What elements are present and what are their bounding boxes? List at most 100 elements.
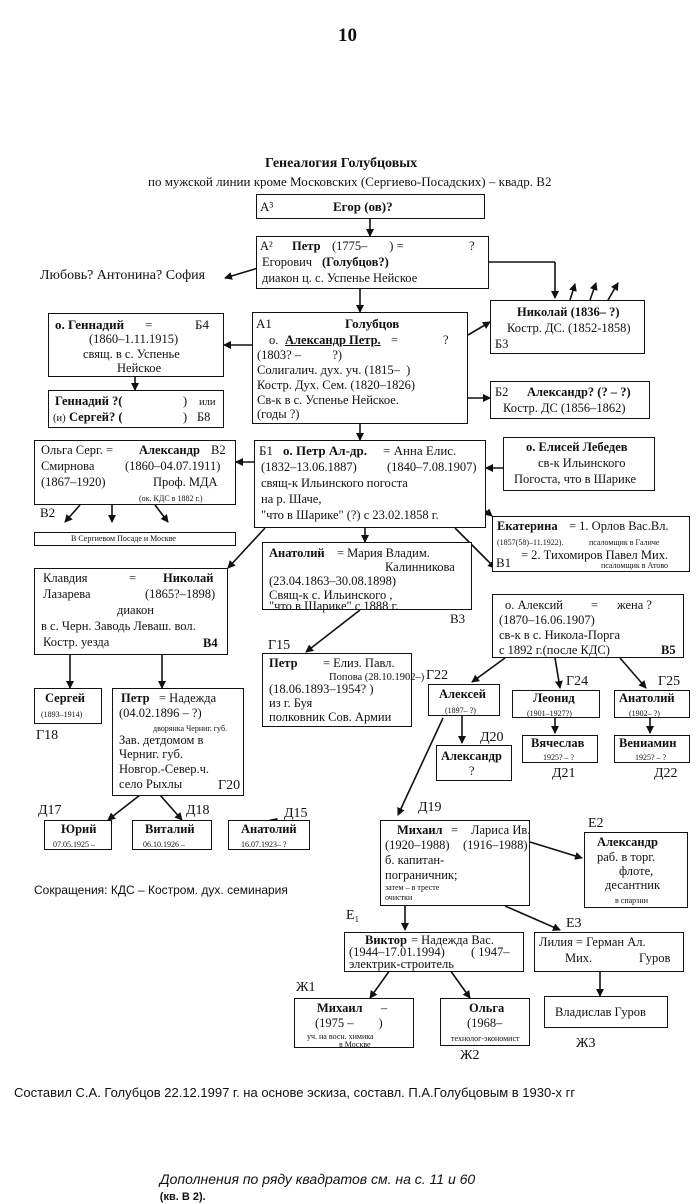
d17-label: Д17 (38, 803, 62, 818)
box-d21: Вячеслав 1925? – ? (522, 735, 598, 763)
b3-seminary: Костр. ДС. (1852-1858) (507, 321, 631, 335)
v2-dates: (1860–04.07.1911) (125, 459, 221, 473)
b1-since: "что в Шарике" (?) с 23.02.1858 г. (261, 508, 439, 522)
zh1-label: Ж1 (296, 980, 316, 995)
g20-district: Новгор.-Север.ч. (119, 762, 209, 776)
box-a1: А1 Голубцов о. Александр Петр. = ? (1803… (252, 312, 468, 424)
box-e2: Александр раб. в торг. флоте, десантник … (584, 832, 688, 908)
b1-role: свящ-к Ильинского погоста (261, 476, 408, 490)
d15-label: Д15 (284, 806, 308, 821)
a1-surname: Голубцов (345, 316, 400, 331)
d19-name: Михаил (397, 823, 443, 837)
box-zh3: Владислав Гуров (544, 996, 668, 1028)
box-zh2: Ольга (1968– технолог-экономист (440, 998, 530, 1046)
v4-district: Костр. уезда (43, 635, 110, 649)
b2-name: Александр? (? – ?) (527, 385, 631, 399)
b8-line2-and: (и) (53, 413, 66, 424)
gennady-place: Нейское (117, 361, 162, 375)
g22-name: Алексей (439, 687, 486, 701)
v5-role: св-к в с. Никола-Порга (499, 628, 621, 642)
box-d20: Александр ? (436, 745, 512, 781)
b1-code: Б1 (259, 443, 273, 458)
v4-eq: = (129, 571, 137, 585)
v1-label: В1 (496, 555, 512, 570)
e2-line2: раб. в торг. (597, 850, 656, 864)
b8-code: Б8 (197, 410, 211, 424)
g15-spouse-info: Попова (28.10.1902–) (329, 672, 425, 683)
d19-eq: = (451, 823, 459, 837)
a2-spouse: ? (469, 239, 475, 253)
a2-name: Петр (292, 239, 321, 253)
box-v4: Клавдия = Николай Лазарева (1865?–1898) … (34, 568, 228, 655)
a1-school: Солигалич. дух. уч. (1815– ) (257, 363, 411, 377)
v4-name: Николай (163, 571, 214, 585)
v1-name: Екатерина (497, 519, 558, 533)
footer-note: Дополнения по ряду квадратов см. на с. 1… (152, 1155, 475, 1204)
box-gennady: о. Геннадий = Б4 (1860–1.11.1915) свящ. … (48, 313, 224, 377)
footer-note-main: Дополнения по ряду квадратов см. на с. 1… (159, 1171, 476, 1188)
v3-label: В3 (450, 611, 466, 626)
d17-dates: 07.05.1925 – (53, 840, 95, 849)
d18-label: Д18 (186, 803, 210, 818)
e3-mih: Мих. (565, 951, 593, 965)
v5-eq: = (591, 598, 599, 612)
a2-occupation: диакон ц. с. Успенье Нейское (262, 271, 418, 285)
zh1-city: в Москве (339, 1040, 371, 1049)
box-d18: Виталий 06.10.1926 – (132, 820, 212, 850)
d19-label: Д19 (418, 800, 442, 815)
v4-code: В4 (203, 636, 218, 650)
d21-label: Д21 (552, 766, 576, 781)
v3-since: "что в Шарике" с 1888 г. (269, 599, 399, 613)
a1-seminary: Костр. Дух. Сем. (1820–1826) (257, 378, 415, 392)
v5-spouse: жена ? (617, 598, 652, 612)
a1-dates: (1803? – ?) (257, 348, 343, 362)
box-g24: Леонид (1901–1927?) (512, 690, 600, 718)
b8-line1-name: Геннадий ?( (55, 394, 123, 408)
g20-dates: (04.02.1896 – ?) (119, 706, 202, 720)
g15-dates: (18.06.1893–1954? ) (269, 682, 374, 696)
box-b3: Николай (1836– ?) Костр. ДС. (1852-1858)… (490, 300, 645, 354)
footer-note-small: (кв. В 2). (159, 1191, 206, 1204)
box-v5: о. Алексий = жена ? (1870–16.06.1907) св… (492, 594, 684, 658)
diagram-title: Генеалогия Голубцовых (265, 156, 418, 171)
g20-name: Петр (121, 691, 150, 705)
b8-line2-close: ) (183, 410, 188, 424)
b1-spouse: = Анна Елис. (383, 443, 457, 458)
gennady-code: Б4 (195, 317, 209, 332)
v4-place: в с. Черн. Заводь Леваш. вол. (41, 619, 196, 633)
a3-name: Егор (ов)? (333, 199, 393, 214)
v3-dates: (23.04.1863–30.08.1898) (269, 574, 397, 588)
b1-river: на р. Шаче, (261, 492, 322, 506)
box-d19: Михаил = Лариса Ив. (1920–1988) (1916–19… (380, 820, 530, 906)
e2-name: Александр (597, 835, 658, 849)
e3-label: Е3 (566, 916, 582, 931)
v4-spouse: Клавдия (43, 571, 88, 585)
box-g25: Анатолий (1902– ?) (614, 690, 690, 718)
b1-name: о. Петр Ал-др. (283, 443, 367, 458)
e1-dates: (1944–17.01.1994) (349, 945, 445, 959)
v2-name: Александр (139, 443, 200, 457)
g20-role: Зав. детдомом в (119, 733, 204, 747)
box-b1: Б1 о. Петр Ал-др. = Анна Елис. (1832–13.… (254, 440, 486, 528)
d20-dates: ? (469, 764, 475, 778)
d19-later2: очистки (385, 893, 413, 902)
abbreviations-note: Сокращения: КДС – Костром. дух. семинари… (34, 883, 288, 897)
d20-label: Д20 (480, 730, 504, 745)
v2-spouse: Ольга Серг. = (41, 443, 114, 457)
a1-code: А1 (256, 316, 272, 331)
zh2-name: Ольга (469, 1001, 505, 1015)
e2-line5: в спарзни (615, 896, 648, 905)
d19-spouse: Лариса Ив. (471, 823, 531, 837)
e3-line1: Лилия = Герман Ал. (539, 935, 646, 949)
b1-spouse-dates: (1840–7.08.1907) (387, 460, 477, 474)
a1-years: (годы ?) (257, 407, 300, 421)
d20-name: Александр (441, 749, 502, 763)
g24-name: Леонид (533, 691, 575, 705)
box-d15: Анатолий 16.07.1923– ? (228, 820, 310, 850)
a1-eq: = (391, 333, 399, 347)
g20-region: Черниг. губ. (119, 747, 183, 761)
page-number: 10 (338, 25, 357, 46)
v5-code: В5 (661, 643, 676, 657)
d18-name: Виталий (145, 822, 195, 836)
